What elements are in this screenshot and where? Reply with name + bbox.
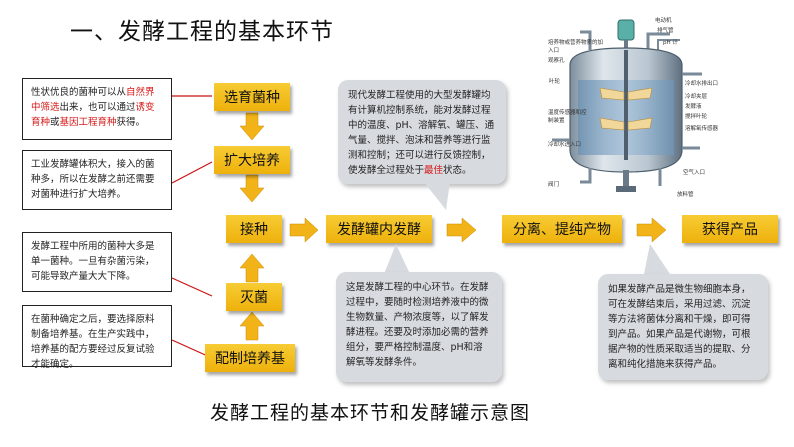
label-ph: pH 计 xyxy=(663,40,678,46)
fermenter-illustration xyxy=(552,19,702,192)
note-prepare-medium: 在菌种确定之后，要选择原料制备培养基。在生产实践中，培养基的配方要经过反复试验才… xyxy=(22,305,172,370)
label-window: 观察孔 xyxy=(548,58,565,64)
label-feed: 培养物或营养物质的加入口 xyxy=(548,40,604,54)
label-dissolved: 溶解氧传感器 xyxy=(685,126,719,132)
page-title: 一、发酵工程的基本环节 xyxy=(70,19,334,45)
step-sterilize: 灭菌 xyxy=(226,283,282,311)
bubble-product: 如果发酵产品是微生物细胞本身，可在发酵结束后，采用过滤、沉淀等方法将菌体分离和干… xyxy=(598,274,768,380)
label-motor: 电动机 xyxy=(655,18,672,24)
note-expand-culture: 工业发酵罐体积大，接入的菌种多，所以在发酵之前还需要对菌种进行扩大培养。 xyxy=(22,150,172,210)
step-prepare-medium: 配制培养基 xyxy=(205,344,295,372)
note-sterilize: 发酵工程中所用的菌种大多是单一菌种。一旦有杂菌污染，可能导致产量大大下降。 xyxy=(22,232,172,292)
label-cool-out: 冷却水排出口 xyxy=(685,81,719,87)
step-inoculate: 接种 xyxy=(226,215,282,243)
label-discharge: 放料管 xyxy=(677,192,694,198)
step-separate-purify: 分离、提纯产物 xyxy=(502,215,622,243)
step-fermentation: 发酵罐内发酵 xyxy=(326,215,432,243)
step-select-strain: 选育菌种 xyxy=(214,83,290,111)
figure-caption: 发酵工程的基本环节和发酵罐示意图 xyxy=(210,402,531,424)
bubble-tank-control: 现代发酵工程使用的大型发酵罐均有计算机控制系统，能对发酵过程中的温度、pH、溶解… xyxy=(338,80,506,184)
bubble-product-pointer xyxy=(644,244,670,274)
step-expand-culture: 扩大培养 xyxy=(214,146,290,174)
label-cool-jacket: 冷却夹层 xyxy=(685,94,708,100)
note-select-strain: 性状优良的菌种可以从自然界中筛选出来，也可以通过诱变育种或基因工程育种获得。 xyxy=(22,78,172,140)
label-liquid: 发酵液 xyxy=(685,104,702,110)
label-valve: 阀门 xyxy=(548,182,560,188)
bubble-tank-pointer xyxy=(424,182,450,210)
step-product: 获得产品 xyxy=(682,215,778,243)
label-impeller: 叶轮 xyxy=(549,79,561,85)
bubble-center-pointer xyxy=(384,244,410,274)
label-cool-in: 冷却水进入口 xyxy=(548,142,582,148)
label-air-in: 空气入口 xyxy=(683,170,706,176)
label-exhaust: 排气管 xyxy=(657,28,674,34)
label-temp: 温度传感器和控制装置 xyxy=(548,110,587,124)
bubble-center-step: 这是发酵工程的中心环节。在发酵过程中，要随时检测培养液中的微生物数量、产物浓度等… xyxy=(336,272,502,382)
label-stir: 搅拌叶轮 xyxy=(685,114,708,120)
